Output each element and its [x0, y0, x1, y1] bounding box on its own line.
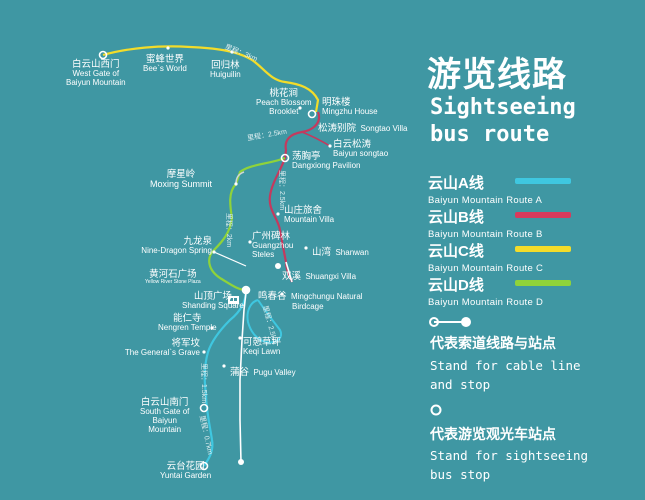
place-songtao[interactable]: 松涛别院 Songtao Villa	[318, 123, 408, 134]
point-bees-world	[166, 46, 170, 50]
point-pugu	[222, 364, 226, 368]
point-moxing	[234, 182, 238, 186]
route-b-legend[interactable]: 云山B线 Baiyun Mountain Route B	[428, 209, 543, 240]
place-pugu[interactable]: 蒲谷 Pugu Valley	[230, 367, 296, 378]
point-keqi	[238, 336, 242, 340]
place-guangzhou-steles[interactable]: 广州碑林 Guangzhou Steles	[252, 231, 294, 259]
point-shanwan	[304, 246, 308, 250]
bus-stop-shanding[interactable]	[241, 285, 251, 295]
place-shanding[interactable]: 山顶广场 Shanding Square	[182, 291, 244, 311]
place-yuntai[interactable]: 云台花园 Yuntai Garden	[160, 461, 212, 481]
place-mingzhu[interactable]: 明珠楼 Mingzhu House	[322, 97, 378, 117]
cable-line-jiulong	[213, 251, 247, 267]
distance-label-a1: 里程：1.5km	[200, 362, 208, 404]
point-nengren	[210, 326, 214, 330]
cable-line-lower	[239, 291, 247, 463]
place-jiangjun[interactable]: 将军坟 The General`s Grave	[124, 338, 200, 358]
point-peach-blossom	[298, 106, 302, 110]
place-west-gate[interactable]: 白云山西门 West Gate of Baiyun Mountain	[66, 59, 126, 87]
point-jiangjun	[202, 350, 206, 354]
point-baiyun-songtao	[328, 144, 332, 148]
point-mountain-villa	[276, 212, 280, 216]
route-b-branch	[301, 131, 331, 147]
place-dangxiong[interactable]: 荡胸亭 Dangxiong Pavilion	[292, 151, 361, 171]
place-shuangxi[interactable]: 双溪 Shuangxi Villa	[282, 271, 357, 282]
place-jiulong[interactable]: 九龙泉 Nine-Dragon Spring	[141, 236, 212, 256]
distance-label-d: 里程：2km	[225, 212, 233, 248]
place-huiguilin[interactable]: 回归林 Huiguilin	[210, 60, 241, 80]
route-a-line	[203, 289, 248, 467]
route-b-swatch	[515, 212, 571, 218]
place-baiyun-songtao[interactable]: 白云松涛 Baiyun songtao	[333, 139, 389, 159]
bus-stop-yuntai[interactable]	[199, 461, 209, 471]
point-huiguilin	[230, 50, 234, 54]
legend-cable-description: Stand for cable line and stop	[430, 358, 581, 393]
bus-stop-south-gate[interactable]	[199, 403, 209, 413]
route-d-swatch	[515, 280, 571, 286]
cable-station-icon	[228, 296, 239, 304]
point-mingchun	[280, 292, 284, 296]
place-bees-world[interactable]: 蜜蜂世界 Bee`s World	[143, 54, 187, 74]
page-title: 游览线路	[427, 56, 567, 94]
route-d-legend[interactable]: 云山D线 Baiyun Mountain Route D	[428, 277, 544, 308]
place-mountain-villa[interactable]: 山庄旅舍 Mountain Villa	[284, 205, 335, 225]
page-subtitle: Sightseeing bus route	[430, 95, 576, 147]
cable-stop-yuntai[interactable]	[238, 459, 244, 465]
route-c-swatch	[515, 246, 571, 252]
bus-stop-dangxiong[interactable]	[280, 153, 290, 163]
legend-cable-symbol	[429, 317, 471, 327]
cable-stop-shuangxi[interactable]	[275, 263, 281, 269]
place-moxing[interactable]: 摩星岭 Moxing Summit	[150, 169, 213, 190]
place-keqi[interactable]: 可憩草坪 Keqi Lawn	[243, 337, 282, 357]
route-a-loop	[246, 299, 282, 344]
place-huanghe[interactable]: 黄河石广场 Yellow River Stone Plaza	[145, 269, 201, 286]
point-jiulong	[212, 250, 216, 254]
legend-bus-symbol	[430, 404, 442, 416]
legend-bus-label: 代表游览观光车站点	[430, 426, 556, 442]
legend-bus-description: Stand for sightseeing bus stop	[430, 448, 589, 483]
place-nengren[interactable]: 能仁寺 Nengren Temple	[158, 313, 217, 333]
bus-stop-mingzhu[interactable]	[307, 109, 317, 119]
place-shanwan[interactable]: 山湾 Shanwan	[312, 247, 369, 258]
route-b-line	[268, 111, 321, 283]
place-peach-blossom[interactable]: 桃花涧 Peach Blossom Brooklet	[256, 88, 312, 116]
place-mingchun[interactable]: 鸣春谷 Mingchungu Natural Birdcage	[258, 291, 363, 312]
cable-line-upper	[285, 261, 293, 283]
legend-cable-label: 代表索道线路与站点	[430, 335, 556, 351]
bus-stop-west-gate[interactable]	[98, 50, 108, 60]
route-c-line	[102, 45, 320, 113]
point-steles	[248, 240, 252, 244]
route-a-legend[interactable]: 云山A线 Baiyun Mountain Route A	[428, 175, 543, 206]
route-d-line	[208, 156, 286, 292]
cable-stop-shanding[interactable]	[243, 287, 249, 293]
place-south-gate[interactable]: 白云山南门 South Gate of Baiyun Mountain	[140, 397, 190, 434]
route-c-legend[interactable]: 云山C线 Baiyun Mountain Route C	[428, 243, 544, 274]
route-a-swatch	[515, 178, 571, 184]
